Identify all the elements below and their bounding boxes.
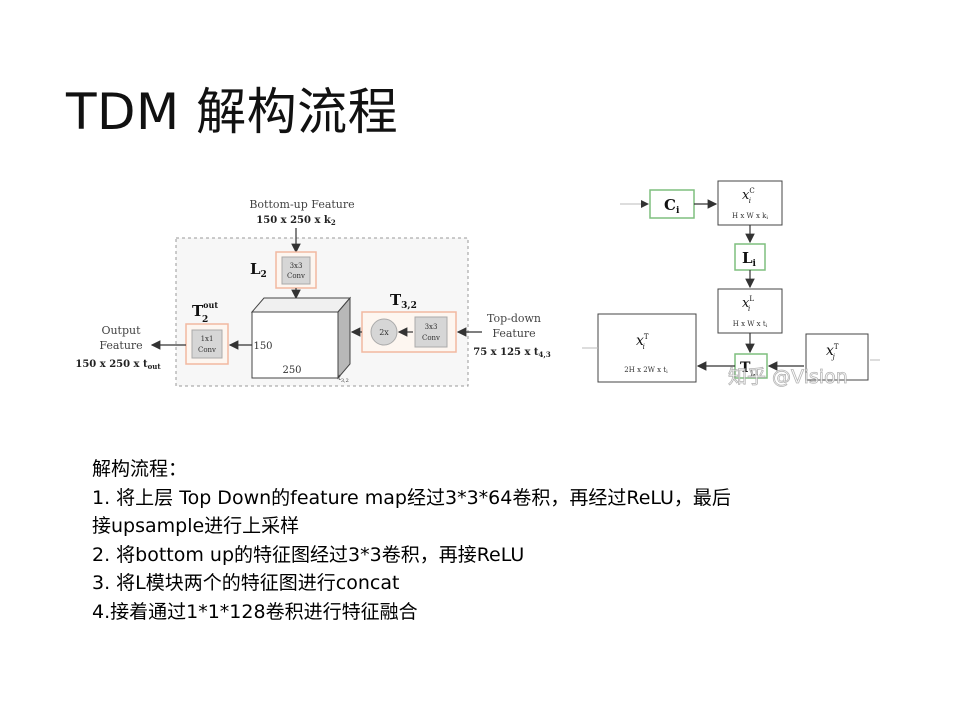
process-line-1: 1. 将上层 Top Down的feature map经过3*3*64卷积，再经…: [92, 486, 731, 509]
t32-conv-bottom: Conv: [422, 334, 440, 342]
t32-conv-block: [414, 316, 448, 348]
bottom-up-dims: 150 x 250 x k2: [256, 215, 336, 227]
process-line-5: 4.接着通过1*1*128卷积进行特征融合: [92, 600, 418, 623]
ci-box: [649, 189, 695, 219]
bottom-up-label: Bottom-up Feature: [249, 198, 354, 211]
xc-dims: H x W x ki: [732, 212, 768, 221]
upsample-label: 2x: [379, 328, 389, 337]
topdown-dims: 75 x 125 x t4,3: [473, 347, 551, 359]
output-dims: 150 x 250 x tout: [75, 359, 161, 371]
xt-output-dims: 2H x 2W x ti: [624, 366, 668, 375]
xj-box: [805, 333, 869, 381]
xl-box: [717, 288, 783, 334]
l2-conv-block: [281, 256, 311, 285]
li-box: [734, 243, 766, 271]
cube-width-label: 250: [282, 365, 301, 376]
process-line-3: 2. 将bottom up的特征图经过3*3卷积，再接ReLU: [92, 543, 525, 566]
process-description: 解构流程： 1. 将上层 Top Down的feature map经过3*3*6…: [92, 455, 892, 626]
l2-label: L2: [250, 260, 267, 280]
tdm-diagram: Bottom-up Feature 150 x 250 x k2 L2 3x3 …: [75, 180, 880, 388]
ci-label: Ci: [664, 196, 680, 216]
tji-label: Tj,i: [740, 360, 758, 377]
tout-conv-top: 1x1: [201, 335, 214, 343]
watermark: 知乎 @Vision: [728, 366, 848, 388]
output-label-1: Output: [101, 324, 141, 337]
li-label: Li: [742, 249, 757, 269]
t32-label: T3,2: [390, 291, 417, 311]
cube-depth-label: t3,2: [338, 374, 349, 384]
process-heading: 解构流程：: [92, 458, 188, 480]
xl-dims: H x W x ti: [733, 320, 768, 329]
t32-conv-top: 3x3: [425, 323, 438, 331]
feature-cube: [250, 296, 352, 380]
slide-title: TDM 解构流程: [66, 83, 399, 141]
l2-conv-bottom: Conv: [287, 272, 305, 280]
left-figure: Bottom-up Feature 150 x 250 x k2 L2 3x3 …: [75, 198, 551, 387]
tout-conv-block: [191, 329, 223, 359]
cube-height-label: 150: [253, 341, 272, 352]
process-line-2: 接upsample进行上采样: [92, 515, 300, 537]
process-line-4: 3. 将L模块两个的特征图进行concat: [92, 572, 400, 594]
upsample-circle: [370, 318, 398, 346]
output-label-2: Feature: [99, 339, 142, 352]
tout-conv-bottom: Conv: [198, 346, 216, 354]
xt-output-box: [597, 313, 697, 383]
l2-conv-top: 3x3: [290, 262, 303, 270]
xc-box: [717, 180, 783, 226]
topdown-label-1: Top-down: [487, 312, 541, 325]
topdown-label-2: Feature: [492, 327, 535, 340]
